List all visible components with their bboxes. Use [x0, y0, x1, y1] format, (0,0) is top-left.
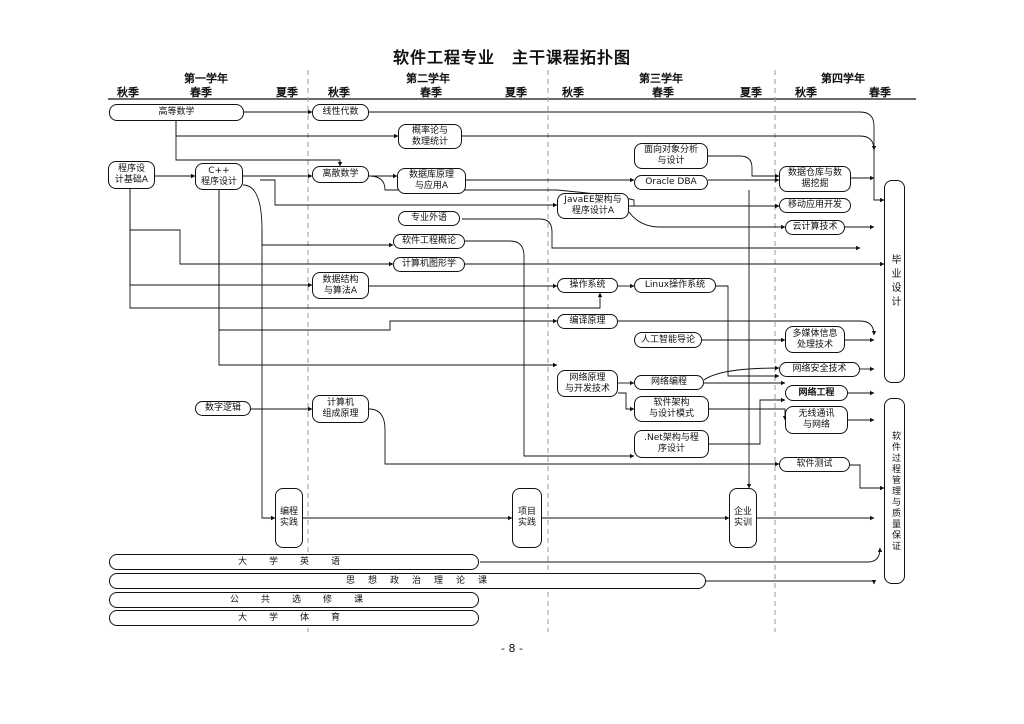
season-label: 夏季	[740, 86, 762, 99]
course-rengong-zhineng: 人工智能导论	[634, 332, 702, 348]
season-label: 春季	[869, 86, 891, 99]
connector-arrow	[716, 285, 780, 379]
connector-arrow	[368, 175, 780, 209]
connector-arrow	[706, 579, 877, 585]
course-gailv: 概率论与 数理统计	[398, 124, 462, 149]
year-4-header: 第四学年	[821, 72, 865, 85]
general-course-label: 大学体育	[238, 613, 363, 623]
course-jisuanji-zucheng: 计算机 组成原理	[312, 395, 369, 423]
course-oracle-dba: Oracle DBA	[634, 175, 708, 190]
course-ruanjian-jiagou: 软件架构 与设计模式	[634, 396, 709, 422]
connector-arrow	[175, 121, 343, 167]
connector-arrow	[709, 408, 788, 421]
course-wangluo-biancheng: 网络编程	[634, 375, 704, 390]
connector-arrow	[242, 184, 394, 248]
course-shuju-cangku: 数据仓库与数 据挖掘	[779, 166, 851, 192]
course-bianyi-yuanli: 编译原理	[557, 314, 618, 329]
course-duomeiti: 多媒体信息 处理技术	[785, 326, 845, 353]
connector-arrow	[260, 179, 558, 208]
course-ruanjian-gailun: 软件工程概论	[393, 234, 465, 249]
course-caozuo-xitong: 操作系统	[557, 278, 618, 293]
connector-arrow	[465, 240, 635, 459]
general-course-label: 思想政治理论课	[346, 576, 501, 586]
course-qiye-shixun: 企业 实训	[729, 488, 757, 548]
page-number: - 8 -	[501, 642, 523, 655]
connector-arrow	[129, 189, 603, 309]
course-wuxian-tongxun: 无线通讯 与网络	[785, 406, 848, 434]
connector-arrow	[462, 218, 861, 251]
course-mianxiang-duixiang: 面向对象分析 与设计	[634, 143, 708, 169]
connector-arrow	[618, 392, 635, 412]
course-tuxingxue: 计算机图形学	[393, 257, 465, 272]
connector-arrow	[480, 547, 883, 563]
season-label: 秋季	[328, 86, 350, 99]
season-label: 春季	[652, 86, 674, 99]
course-guocheng-guanli: 软件过程管理与质量保证	[884, 398, 905, 584]
course-lisan-shuxue: 离散数学	[312, 166, 369, 183]
course-shuzi-luoji: 数字逻辑	[195, 401, 251, 416]
general-course-label: 公共选修课	[230, 595, 386, 605]
course-chengxu-jichu: 程序设 计基础A	[108, 161, 155, 189]
season-label: 秋季	[562, 86, 584, 99]
connector-arrow	[708, 155, 780, 179]
season-label: 秋季	[795, 86, 817, 99]
connector-arrow	[703, 365, 780, 381]
general-course-bar: 思想政治理论课	[109, 573, 706, 589]
course-wangluo-gongcheng: 网络工程	[785, 385, 848, 401]
course-ruanjian-ceshi: 软件测试	[779, 457, 850, 472]
course-wangluo-yuanli: 网络原理 与开发技术	[557, 370, 618, 397]
season-label: 秋季	[117, 86, 139, 99]
course-shujujiegou: 数据结构 与算法A	[312, 272, 369, 299]
connector-arrow	[618, 320, 877, 336]
season-label: 春季	[190, 86, 212, 99]
connector-arrow	[218, 190, 558, 368]
general-course-bar: 公共选修课	[109, 592, 479, 608]
course-xianxing-daishu: 线性代数	[312, 104, 369, 121]
course-cpp: C++ 程序设计	[195, 163, 243, 190]
connector-arrow	[218, 190, 558, 331]
course-shujuku: 数据库原理 与应用A	[397, 168, 466, 194]
course-javaee: JavaEE架构与 程序设计A	[557, 193, 629, 219]
connector-arrow	[175, 121, 399, 139]
general-course-label: 大学英语	[238, 557, 363, 567]
course-dotnet: .Net架构与程 序设计	[634, 430, 709, 458]
connector-arrow	[129, 189, 394, 267]
course-zhuanye-waiyu: 专业外语	[398, 211, 460, 226]
year-3-header: 第三学年	[639, 72, 683, 85]
year-1-header: 第一学年	[184, 72, 228, 85]
season-label: 夏季	[276, 86, 298, 99]
season-label: 夏季	[505, 86, 527, 99]
course-linux: Linux操作系统	[634, 278, 716, 293]
course-gaodeng-shuxue: 高等数学	[109, 104, 244, 121]
course-xiangmu-shijian: 项目 实践	[512, 488, 542, 548]
course-yunjisuan: 云计算技术	[785, 220, 845, 235]
connector-arrow	[129, 189, 313, 288]
course-yidong-yingyong: 移动应用开发	[779, 198, 851, 213]
course-biancheng-shijian: 编程 实践	[275, 488, 303, 548]
connector-arrow	[628, 211, 786, 230]
general-course-bar: 大学英语	[109, 554, 479, 570]
connector-arrow	[850, 464, 885, 491]
year-2-header: 第二学年	[406, 72, 450, 85]
connector-arrow	[369, 111, 885, 203]
connector-arrow	[261, 230, 276, 521]
season-label: 春季	[420, 86, 442, 99]
page-title: 软件工程专业 主干课程拓扑图	[392, 48, 631, 67]
connector-arrow	[368, 408, 780, 467]
general-course-bar: 大学体育	[109, 610, 479, 626]
course-biye-sheji: 毕业设计	[884, 180, 905, 383]
connector-arrow	[462, 135, 877, 151]
connector-arrow	[709, 397, 786, 445]
course-wangluo-anquan: 网络安全技术	[779, 362, 860, 377]
